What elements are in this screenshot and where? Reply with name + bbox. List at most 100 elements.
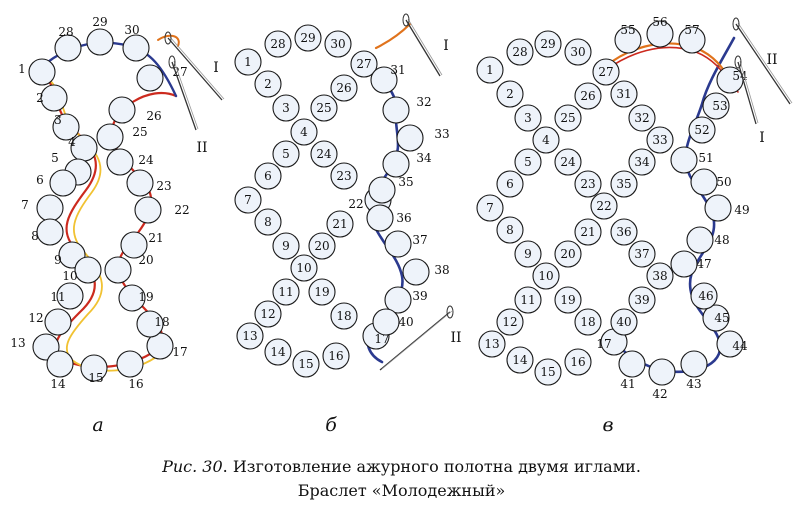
bead-29 <box>534 30 562 58</box>
bead-label-32: 32 <box>416 95 431 109</box>
bead-label-42: 42 <box>652 387 667 401</box>
bead-1 <box>476 56 504 84</box>
bead-label-3: 3 <box>54 113 62 127</box>
bead-6 <box>254 162 282 190</box>
bead-37 <box>628 240 656 268</box>
bead-label-10: 10 <box>538 269 553 283</box>
bead-11 <box>56 282 84 310</box>
bead-label-43: 43 <box>686 377 701 391</box>
bead-label-7: 7 <box>21 198 29 212</box>
bead-39 <box>384 286 412 314</box>
bead-label-18: 18 <box>580 315 595 329</box>
bead-28 <box>54 34 82 62</box>
bead-label-18: 18 <box>336 309 351 323</box>
bead-52 <box>688 116 716 144</box>
bead-label-1: 1 <box>486 63 494 77</box>
thread-label-II: II <box>196 140 207 156</box>
bead-label-35: 35 <box>398 175 413 189</box>
bead-25 <box>310 94 338 122</box>
bead-3 <box>272 94 300 122</box>
bead-21 <box>326 210 354 238</box>
bead-label-13: 13 <box>484 337 499 351</box>
bead-25 <box>554 104 582 132</box>
bead-label-29: 29 <box>92 15 107 29</box>
bead-label-7: 7 <box>244 193 252 207</box>
bead-26 <box>574 82 602 110</box>
bead-label-28: 28 <box>512 45 527 59</box>
bead-13 <box>236 322 264 350</box>
bead-36 <box>610 218 638 246</box>
bead-label-19: 19 <box>314 285 329 299</box>
bead-4 <box>532 126 560 154</box>
bead-25 <box>96 123 124 151</box>
bead-label-50: 50 <box>716 175 731 189</box>
bead-14 <box>506 346 534 374</box>
bead-label-26: 26 <box>146 109 161 123</box>
bead-label-18: 18 <box>154 315 169 329</box>
bead-label-30: 30 <box>570 45 585 59</box>
bead-label-9: 9 <box>54 253 62 267</box>
needle-II-needle-shaft <box>379 311 451 371</box>
bead-16 <box>116 350 144 378</box>
bead-label-10: 10 <box>296 261 311 275</box>
bead-label-12: 12 <box>260 307 275 321</box>
figure-number: Рис. 30 <box>162 457 223 476</box>
bead-22 <box>134 196 162 224</box>
bead-10 <box>74 256 102 284</box>
bead-label-22: 22 <box>174 203 189 217</box>
bead-label-16: 16 <box>128 377 143 391</box>
bead-label-14: 14 <box>512 353 528 367</box>
thread-label-I: I <box>443 38 449 54</box>
bead-label-45: 45 <box>714 311 729 325</box>
figure-title: . Изготовление ажурного полотна двумя иг… <box>222 457 641 476</box>
bead-label-31: 31 <box>616 87 631 101</box>
bead-label-17: 17 <box>172 345 187 359</box>
bead-label-32: 32 <box>634 111 649 125</box>
bead-label-36: 36 <box>616 225 631 239</box>
bead-label-2: 2 <box>36 91 44 105</box>
bead-8 <box>496 216 524 244</box>
bead-56 <box>646 20 674 48</box>
bead-label-41: 41 <box>620 377 635 391</box>
bead-14 <box>46 350 74 378</box>
needle-II-needle-highlight <box>737 22 793 104</box>
bead-49 <box>704 194 732 222</box>
bead-label-14: 14 <box>270 345 286 359</box>
bead-15 <box>80 354 108 382</box>
bead-label-30: 30 <box>124 23 139 37</box>
bead-label-11: 11 <box>50 290 65 304</box>
diagram-label: б <box>325 414 337 436</box>
bead-label-33: 33 <box>434 127 449 141</box>
bead-4 <box>290 118 318 146</box>
bead-14 <box>264 338 292 366</box>
bead-27 <box>136 64 164 92</box>
bead-label-36: 36 <box>396 211 411 225</box>
bead-label-8: 8 <box>264 215 272 229</box>
bead-34 <box>382 150 410 178</box>
bead-label-25: 25 <box>132 125 147 139</box>
bead-12 <box>496 308 524 336</box>
bead-label-1: 1 <box>18 62 26 76</box>
bead-44 <box>716 330 744 358</box>
bead-label-49: 49 <box>734 203 749 217</box>
needle-I-needle-eye <box>734 55 742 69</box>
bead-15 <box>534 358 562 386</box>
bead-label-53: 53 <box>712 99 727 113</box>
bead-53 <box>702 92 730 120</box>
bead-57 <box>678 26 706 54</box>
bead-28 <box>506 38 534 66</box>
bead-37 <box>384 230 412 258</box>
bead-label-34: 34 <box>634 155 650 169</box>
bead-39 <box>628 286 656 314</box>
bead-27 <box>350 50 378 78</box>
bead-13 <box>478 330 506 358</box>
bead-24 <box>554 148 582 176</box>
needle-II-needle-eye <box>168 55 176 69</box>
bead-7 <box>234 186 262 214</box>
bead-label-7: 7 <box>486 201 494 215</box>
bead-42 <box>648 358 676 386</box>
bead-18 <box>330 302 358 330</box>
diagram-c: 1234567891011121314151617181920212223242… <box>476 15 793 436</box>
